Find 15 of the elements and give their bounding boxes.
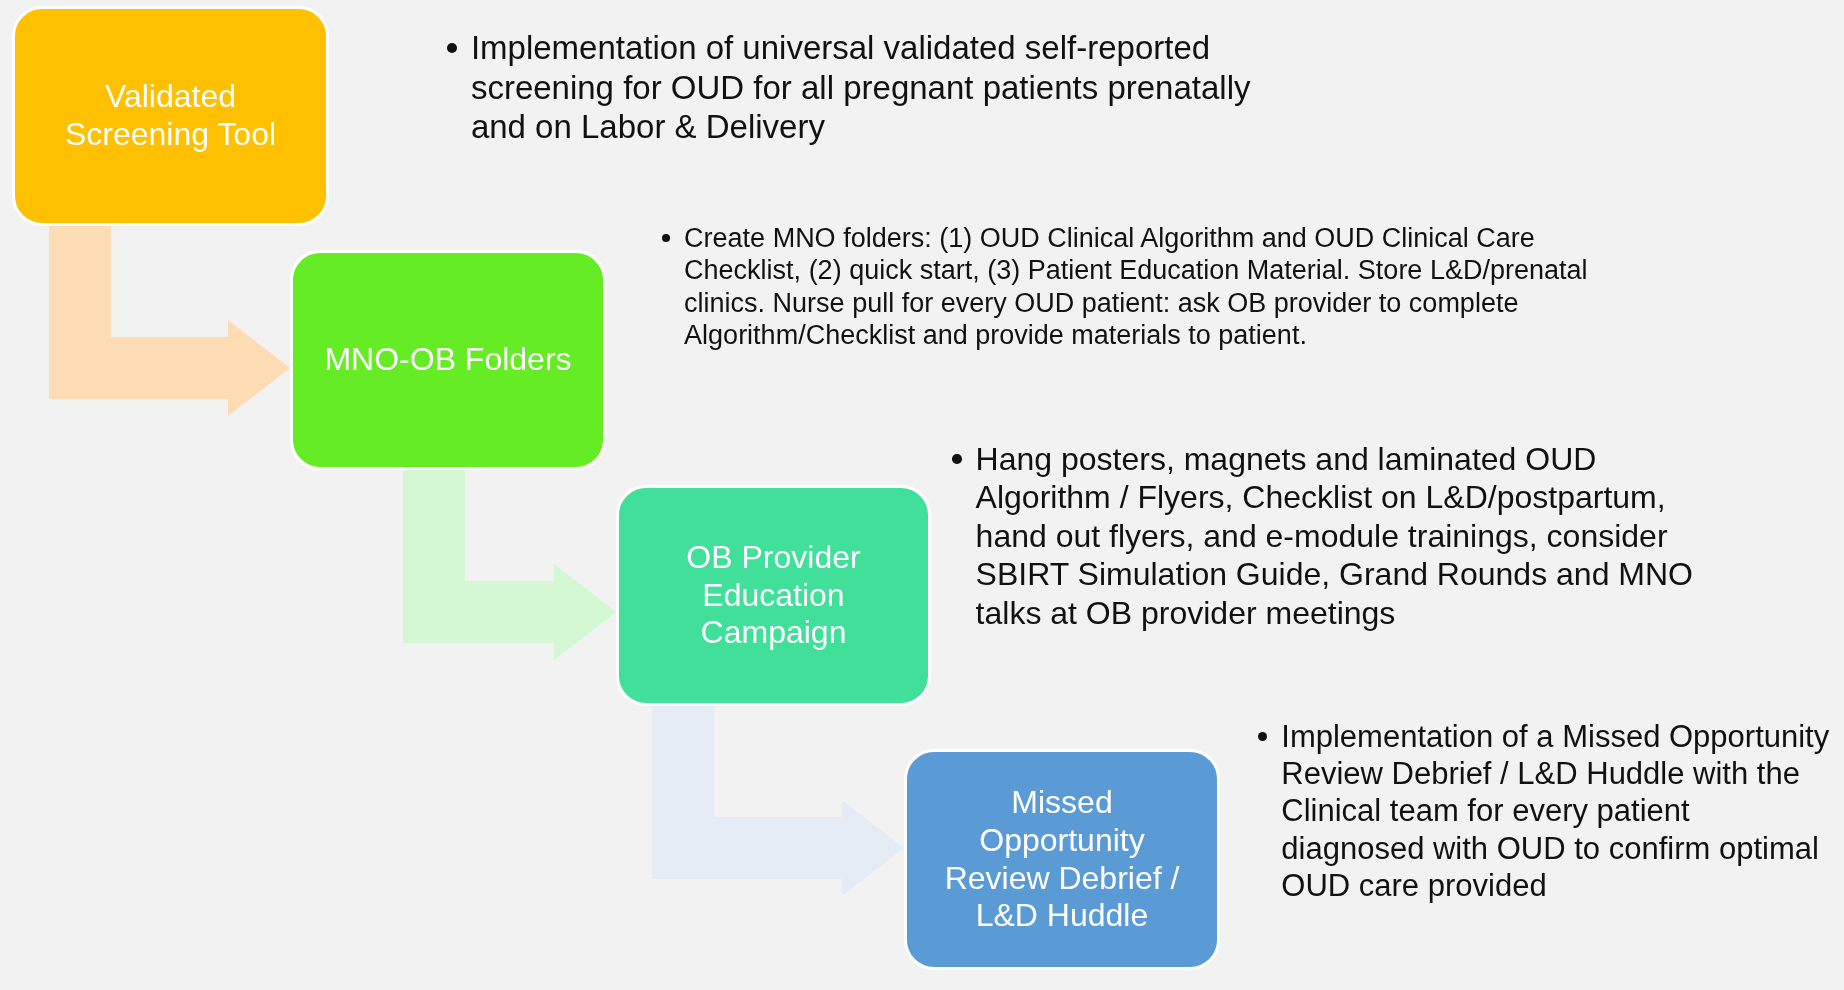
box-label: MNO-OB Folders	[324, 341, 572, 379]
box-label: OB Provider Education Campaign	[685, 538, 862, 653]
box-label: Validated Screening Tool	[63, 78, 278, 154]
bullet-text: Create MNO folders: (1) OUD Clinical Algorithm and OUD Clinical Care Checklist, (2) quick start, (3) Patient Education Material. Store L&D/prenatal clinics. Nurse pull for every OUD patient: ask OB provider to complete Algorithm/Checklist and provide materials to patient.	[684, 222, 1589, 352]
process-box	[904, 749, 1220, 970]
process-box	[616, 485, 931, 706]
bullet-text: Implementation of a Missed Opportunity Review Debrief / L&D Huddle with the Clinical team for every patient diagnosed with OUD to confirm optimal OUD care provided	[1281, 718, 1831, 904]
bent-arrow	[403, 470, 616, 660]
bullet-text: Implementation of universal validated self-reported screening for OUD for all pregnant patients prenatally and on Labor & Delivery	[470, 28, 1252, 147]
process-box	[290, 250, 606, 470]
bent-arrow	[652, 706, 904, 896]
box-label: Missed Opportunity Review Debrief / L&D Huddle	[943, 784, 1181, 935]
process-box	[12, 6, 329, 226]
bullet-text: Hang posters, magnets and laminated OUD Algorithm / Flyers, Checklist on L&D/postpartum, hand out flyers, and e-module trainings, consider SBIRT Simulation Guide, Grand Rounds and MNO talks at OB provider meetings	[975, 440, 1694, 632]
bent-arrow	[49, 226, 290, 416]
